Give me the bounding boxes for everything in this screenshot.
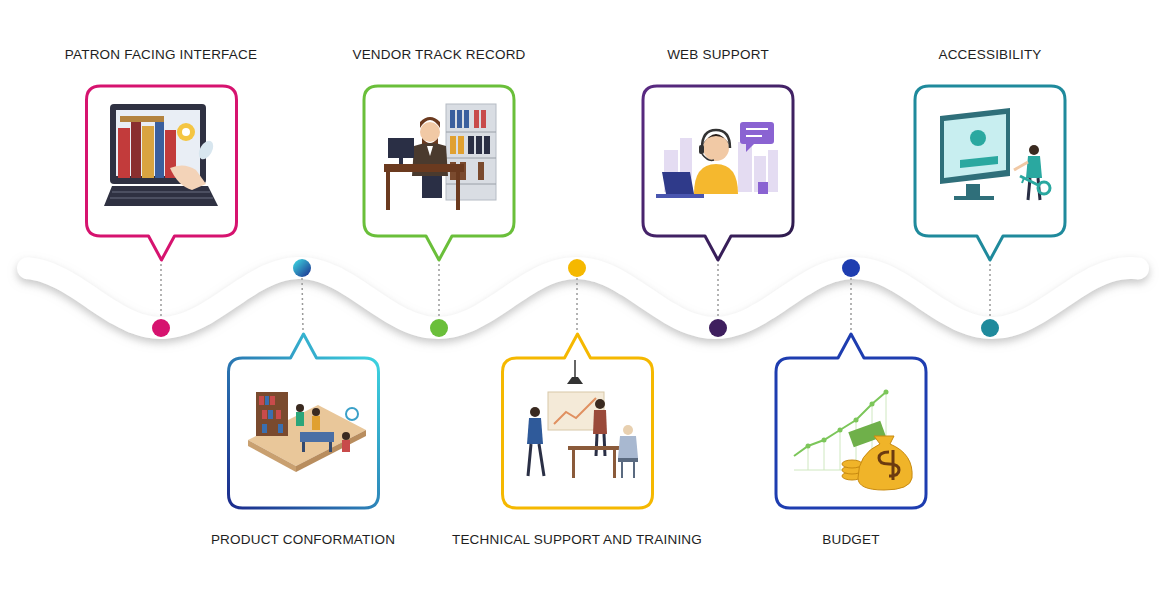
callout-outline xyxy=(774,333,928,551)
callout-border xyxy=(643,86,793,260)
callout-card: ACCESSIBILITY xyxy=(913,46,1067,262)
leader-line xyxy=(576,278,578,330)
callout-card: PATRON FACING INTERFACE xyxy=(59,46,264,262)
access-key-icon xyxy=(940,108,1050,200)
card-heading: VENDOR TRACK RECORD xyxy=(346,46,532,64)
leader-line xyxy=(850,278,852,330)
card-heading: PRODUCT CONFORMATION xyxy=(205,531,402,549)
monitor-books-icon xyxy=(104,104,218,206)
callout-outline xyxy=(913,46,1067,262)
timeline-dot xyxy=(842,259,860,277)
callout-border xyxy=(502,334,652,508)
callout-outline xyxy=(205,333,402,551)
callout-card: BUDGET xyxy=(774,333,928,551)
callout-card: WEB SUPPORT xyxy=(641,46,795,262)
card-heading: TECHNICAL SUPPORT AND TRAINING xyxy=(446,531,709,549)
timeline-dot xyxy=(568,259,586,277)
callout-outline xyxy=(446,333,709,551)
timeline-dot xyxy=(981,319,999,337)
office-desk-icon xyxy=(384,104,496,210)
callout-outline xyxy=(59,46,264,262)
timeline-dot xyxy=(430,319,448,337)
library-room-icon xyxy=(248,392,366,472)
timeline-dot xyxy=(709,319,727,337)
money-growth-icon xyxy=(794,390,912,491)
callout-card: TECHNICAL SUPPORT AND TRAINING xyxy=(446,333,709,551)
timeline-dot xyxy=(293,259,311,277)
callout-border xyxy=(915,86,1065,260)
leader-line xyxy=(717,264,719,318)
leader-line xyxy=(302,278,303,330)
callout-border xyxy=(86,86,236,260)
card-heading: BUDGET xyxy=(774,531,928,549)
card-heading: PATRON FACING INTERFACE xyxy=(59,46,264,64)
leader-line xyxy=(438,264,440,318)
callout-outline xyxy=(641,46,795,262)
timeline-dots xyxy=(152,259,999,337)
leader-line xyxy=(160,264,162,318)
card-heading: WEB SUPPORT xyxy=(641,46,795,64)
training-meeting-icon xyxy=(527,360,638,478)
callout-outline xyxy=(346,46,532,262)
callout-border xyxy=(364,86,514,260)
leader-line xyxy=(989,264,991,318)
wave-ribbon xyxy=(28,268,1138,328)
timeline-dot xyxy=(152,319,170,337)
callout-card: VENDOR TRACK RECORD xyxy=(346,46,532,262)
callout-border xyxy=(776,334,926,508)
wave-ribbon xyxy=(28,268,1138,328)
callout-border xyxy=(228,334,378,508)
callout-card: PRODUCT CONFORMATION xyxy=(205,333,402,551)
card-heading: ACCESSIBILITY xyxy=(913,46,1067,64)
helpdesk-agent-icon xyxy=(656,122,778,198)
